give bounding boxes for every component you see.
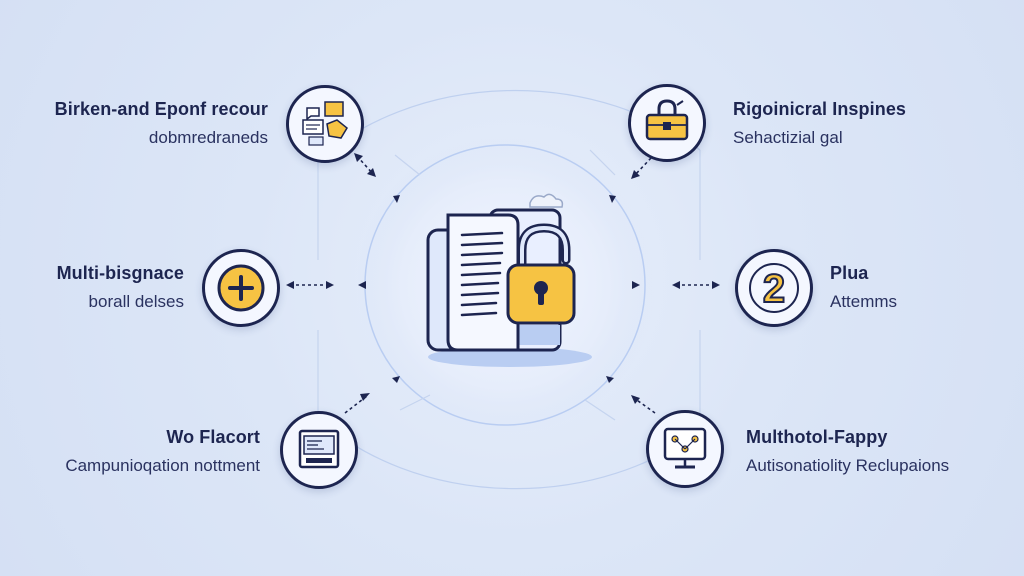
label-bottom-left: Wo Flacort Campunioqation nottment [65, 426, 260, 476]
monitor-icon [298, 429, 340, 469]
node-subtitle: dobmredraneds [148, 127, 268, 147]
node-mid-left[interactable] [202, 249, 280, 327]
node-title: Multi-bisgnace [56, 263, 184, 283]
network-screen-icon [663, 427, 707, 469]
label-top-right: Rigoinicral Inspines Sehactizial gal [733, 98, 906, 148]
svg-text:2: 2 [763, 267, 785, 311]
node-subtitle: Attemms [830, 291, 898, 311]
node-title: Rigoinicral Inspines [733, 99, 907, 119]
node-bottom-left[interactable] [280, 411, 358, 489]
node-title: Birken-and Eponf recour [54, 99, 268, 119]
label-mid-left: Multi-bisgnace borall delses [57, 262, 184, 312]
node-top-right[interactable] [628, 84, 706, 162]
node-subtitle: Campunioqation nottment [65, 455, 260, 475]
documents-chat-icon [302, 101, 348, 146]
node-subtitle: Sehactizial gal [733, 127, 843, 147]
node-bottom-right[interactable] [646, 410, 724, 488]
node-subtitle: borall delses [88, 291, 184, 311]
connector-bottom-left [344, 395, 368, 414]
plus-icon [217, 264, 265, 312]
node-mid-right[interactable]: 2 [735, 249, 813, 327]
label-mid-right: Plua Attemms [830, 262, 897, 312]
label-bottom-right: Multhotol-Fappy Autisonatiolity Reclupai… [746, 426, 949, 476]
node-title: Plua [830, 263, 869, 283]
number-two-icon: 2 [749, 263, 799, 313]
node-top-left[interactable] [286, 85, 364, 163]
node-title: Wo Flacort [166, 427, 260, 447]
connector-bottom-right [633, 397, 656, 414]
document-padlock-icon [426, 193, 592, 367]
label-top-left: Birken-and Eponf recour dobmredraneds [55, 98, 268, 148]
node-title: Multhotol-Fappy [746, 427, 888, 447]
node-subtitle: Autisonatiolity Reclupaions [746, 455, 950, 475]
briefcase-lock-icon [645, 99, 689, 141]
